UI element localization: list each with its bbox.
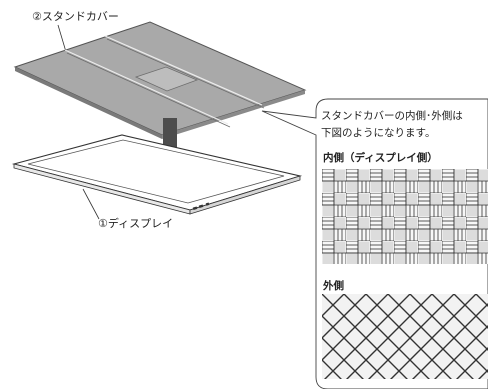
outer-side-heading: 外側	[323, 280, 344, 292]
callout-line-2: 下図のようになります。	[321, 127, 436, 139]
display-label: ①ディスプレイ	[98, 217, 174, 230]
outer-lattice-swatch	[322, 294, 488, 379]
callout-line-1: スタンドカバーの内側･外側は	[321, 110, 463, 122]
display-leader-line	[82, 188, 100, 220]
display-panel	[11, 134, 303, 215]
inner-weave-swatch	[322, 169, 488, 264]
stand-cover-sheet	[13, 21, 307, 139]
inner-side-heading: 内側（ディスプレイ側）	[323, 152, 438, 164]
callout-description: スタンドカバーの内側･外側は 下図のようになります。	[321, 108, 488, 142]
cover-label: ②スタンドカバー	[32, 10, 119, 23]
